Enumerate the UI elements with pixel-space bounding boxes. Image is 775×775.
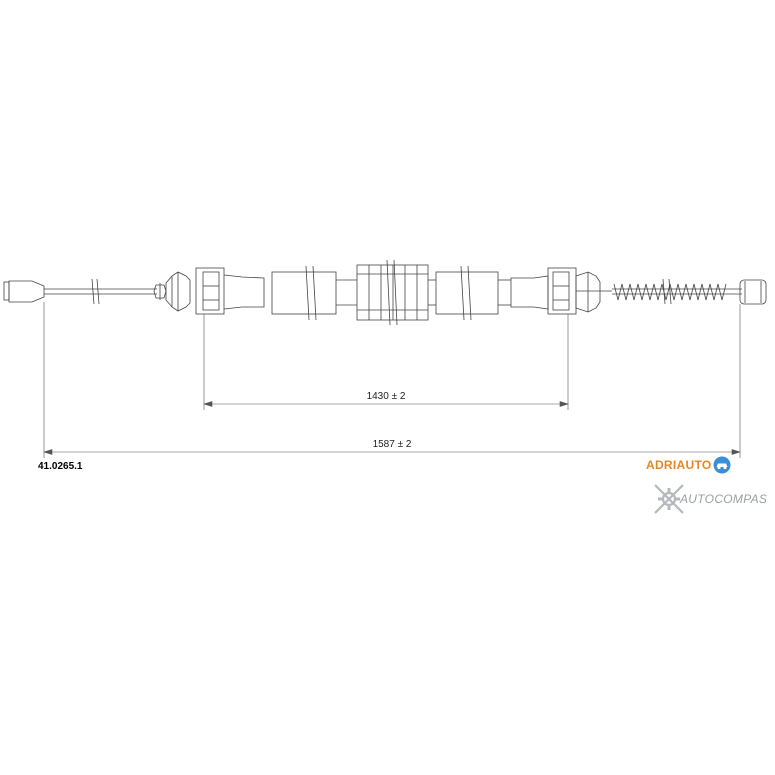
inner-wire-left <box>44 278 157 305</box>
right-clip <box>575 271 612 313</box>
dimension-inner-line <box>202 314 570 410</box>
dimension-overall-line <box>42 302 742 458</box>
conduit-right <box>428 265 549 321</box>
left-end-fitting <box>3 280 45 303</box>
right-end-nipple <box>739 279 767 305</box>
dimension-inner-label: 1430 ± 2 <box>367 391 406 402</box>
return-spring <box>612 278 742 305</box>
right-bracket <box>547 267 577 315</box>
car-logo-icon <box>713 456 731 474</box>
watermark-logo: AUTOCOMPAS <box>652 482 767 516</box>
left-bracket <box>195 267 225 315</box>
dimension-overall-label: 1587 ± 2 <box>373 439 412 450</box>
center-grommet <box>356 259 429 326</box>
left-clip <box>165 271 191 312</box>
gear-cross-icon <box>654 484 684 514</box>
left-ferrule <box>153 283 167 300</box>
part-number: 41.0265.1 <box>38 461 83 472</box>
watermark-name: AUTOCOMPAS <box>680 492 768 506</box>
conduit-left <box>223 265 357 321</box>
brand-name: ADRIAUTO <box>646 458 712 472</box>
brand-logo: ADRIAUTO <box>646 456 731 474</box>
